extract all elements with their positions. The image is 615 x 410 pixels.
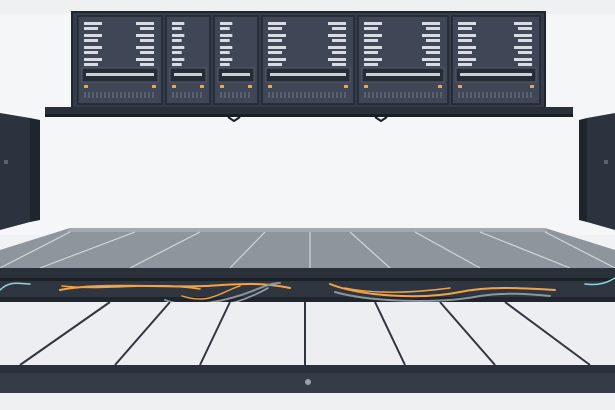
floor-tile-icon (414, 231, 481, 269)
server-rack-icon (165, 15, 211, 105)
raised-floor (0, 228, 615, 269)
base-rail (0, 365, 615, 410)
floor-tile-icon (479, 231, 571, 269)
floor-tile-icon (349, 231, 391, 269)
right-side-cabinet (579, 113, 615, 230)
floor-tile-icon (504, 301, 591, 366)
floor-tile-icon (439, 301, 496, 366)
overhead-rack-assembly (45, 11, 573, 123)
subfloor (0, 301, 615, 366)
ceiling-shade (0, 0, 615, 14)
floor-rail (0, 268, 615, 302)
server-rack-icon (451, 15, 541, 105)
floor-tile-icon (129, 231, 201, 269)
floor-tile-icon (229, 231, 266, 269)
server-rack-icon (213, 15, 259, 105)
server-rack-icon (261, 15, 355, 105)
floor-tile-icon (199, 301, 231, 366)
server-rack-icon (77, 15, 163, 105)
server-rack-icon (357, 15, 449, 105)
floor-tile-icon (39, 231, 136, 269)
floor-tile-icon (19, 301, 111, 366)
cable-bundle-right (0, 277, 615, 302)
floor-tile-icon (544, 231, 615, 269)
floor-tile-icon (114, 301, 171, 366)
left-side-cabinet (0, 113, 40, 230)
floor-tile-icon (0, 231, 71, 269)
floor-tile-icon (374, 301, 406, 366)
rack-shelf (45, 107, 573, 114)
